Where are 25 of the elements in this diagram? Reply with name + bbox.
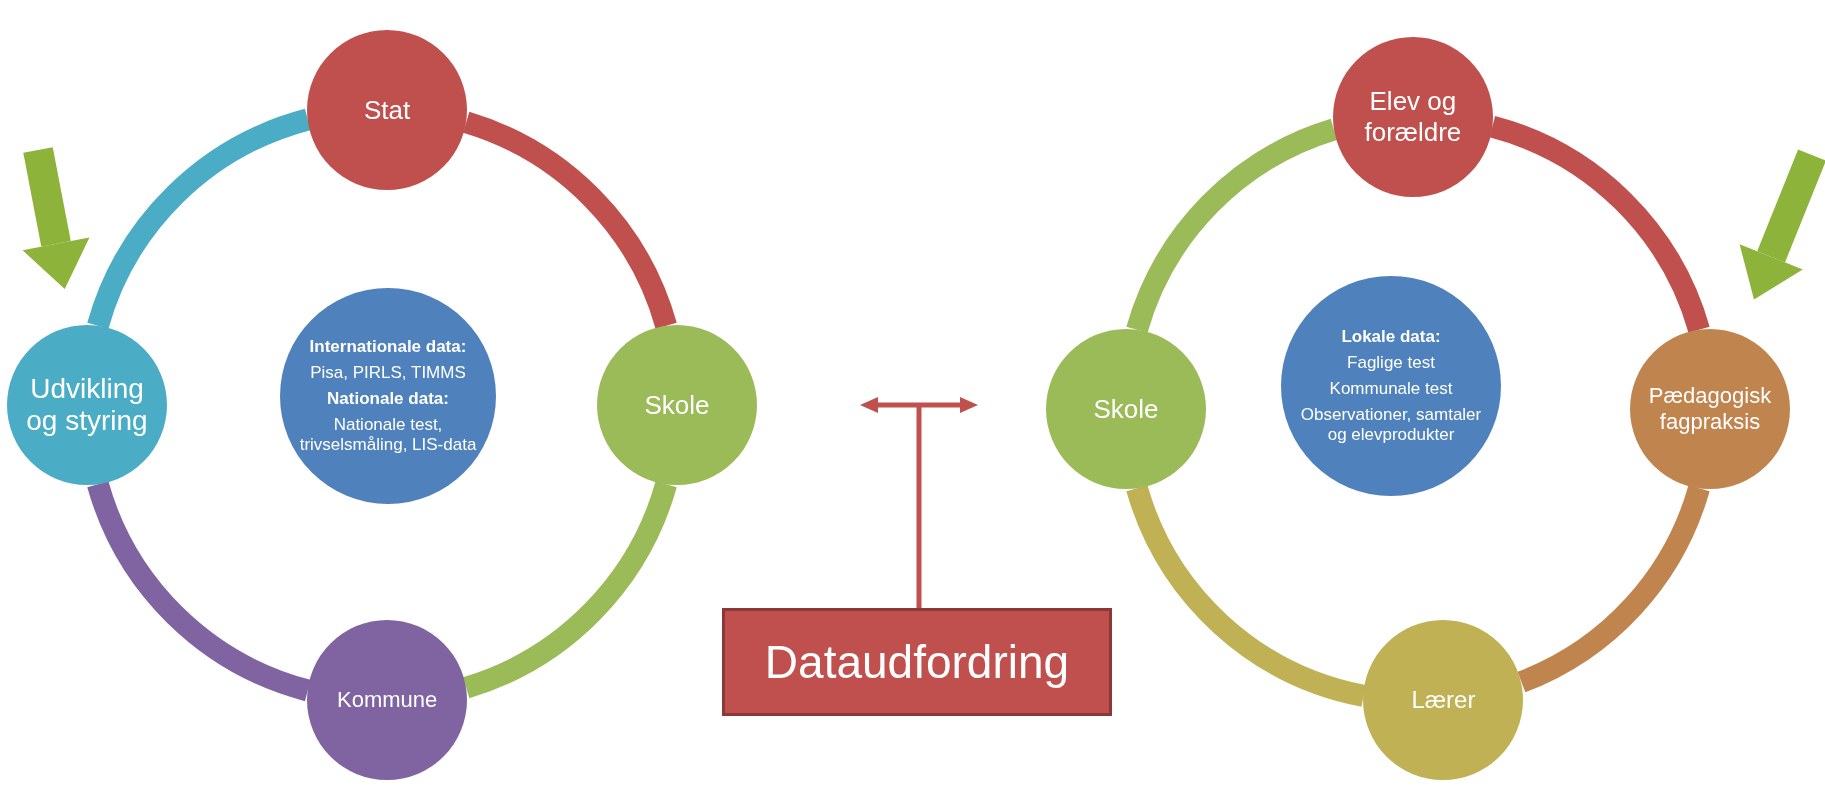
node-label: Kommunale test bbox=[1329, 379, 1453, 399]
node-label: Skole bbox=[1093, 393, 1159, 425]
block-arrow bbox=[22, 147, 90, 290]
heading-text: Internationale data: bbox=[309, 337, 467, 357]
ring-arc bbox=[1126, 484, 1367, 707]
node-label: Faglige test bbox=[1347, 353, 1435, 373]
node-label: Elev og forældre bbox=[1363, 86, 1463, 149]
node-label: Nationale test, trivselsmåling, LIS-data bbox=[298, 415, 478, 455]
ring-arc bbox=[462, 111, 677, 330]
heading-text: Nationale data: bbox=[327, 389, 449, 409]
block-arrow bbox=[1739, 149, 1825, 300]
node-label: Pædagogisk fagpraksis bbox=[1647, 383, 1773, 435]
node-label: Pisa, PIRLS, TIMMS bbox=[310, 363, 466, 383]
title-box bbox=[722, 608, 1112, 716]
heading-text: Lokale data: bbox=[1341, 327, 1441, 347]
node-label: Dataudfordring bbox=[764, 635, 1070, 689]
node-label: Lærer bbox=[1411, 685, 1476, 714]
node-label: Kommune bbox=[337, 686, 438, 713]
ring-arc bbox=[1126, 119, 1338, 334]
node-label: Stat bbox=[364, 94, 411, 126]
ring-arc bbox=[1516, 484, 1710, 693]
node-label: Observationer, samtaler og elevprodukter bbox=[1299, 405, 1483, 445]
node-label: Skole bbox=[644, 389, 710, 421]
ring-arc bbox=[462, 480, 677, 699]
node-label: Udvikling og styring bbox=[25, 373, 149, 437]
